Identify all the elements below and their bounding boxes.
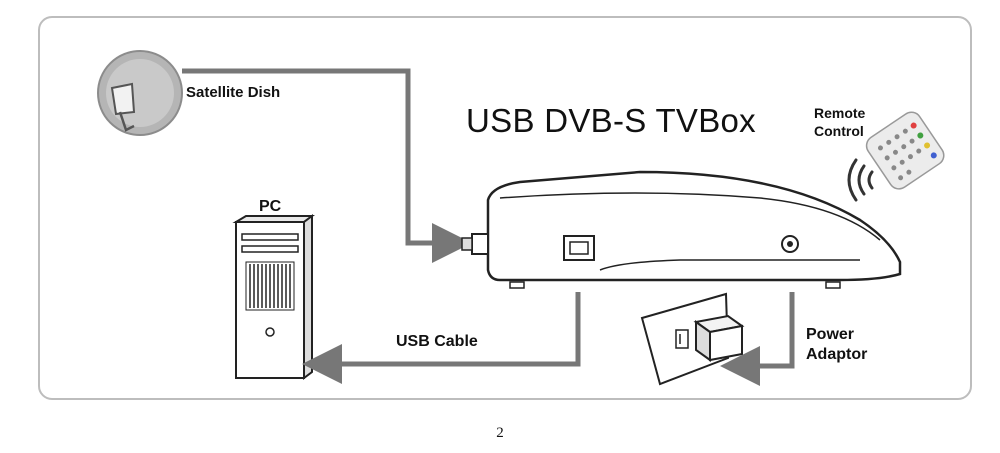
- remote-control-label-line1: Remote: [814, 105, 866, 121]
- tv-box-icon: [461, 170, 902, 289]
- pc-tower-icon: [232, 214, 315, 380]
- power-cable-line: [720, 292, 795, 386]
- satellite-dish-icon: [97, 50, 183, 136]
- remote-control-label-line2: Control: [814, 123, 864, 139]
- usb-cable-label: USB Cable: [396, 333, 478, 350]
- power-adaptor-icon: [693, 314, 745, 362]
- dish-cable: [182, 68, 472, 263]
- signal-waves-icon: [847, 158, 874, 202]
- satellite-dish-label: Satellite Dish: [186, 84, 281, 101]
- pc-label: PC: [259, 198, 282, 215]
- diagram-title: USB DVB-S TVBox: [466, 102, 756, 139]
- usb-cable-line: [302, 292, 581, 384]
- power-adaptor-label-line2: Adaptor: [806, 346, 868, 363]
- page-number: 2: [496, 425, 504, 441]
- power-adaptor-label-line1: Power: [806, 326, 855, 343]
- remote-control-icon: [865, 111, 945, 190]
